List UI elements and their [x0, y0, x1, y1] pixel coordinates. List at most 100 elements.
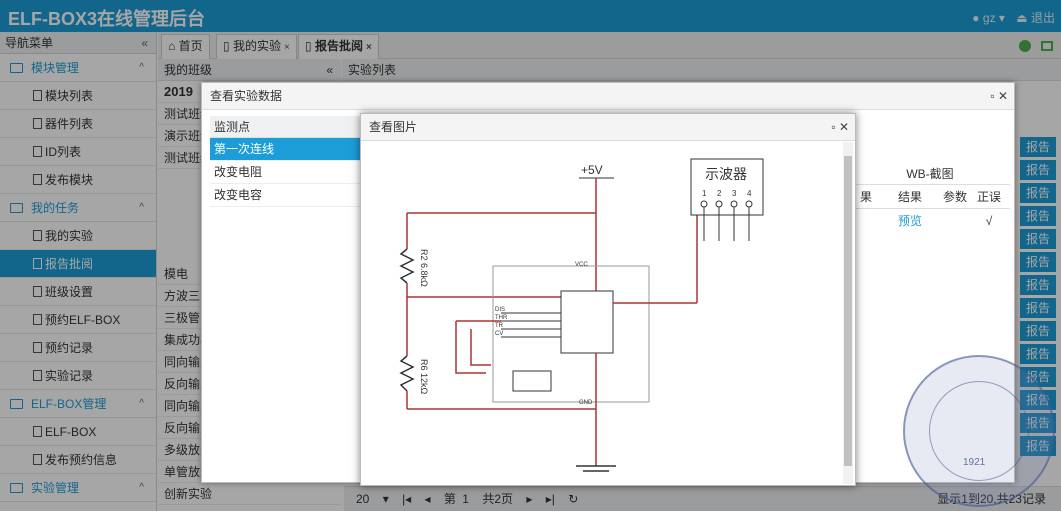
sidebar-item-report-review[interactable]: 报告批阅	[0, 250, 156, 278]
logout-icon[interactable]: ⏏	[1016, 11, 1028, 25]
home-icon: ⌂	[168, 39, 176, 53]
page-size-value: 20	[356, 492, 370, 506]
dialog-title: 查看实验数据	[210, 89, 283, 103]
scope-label: 示波器	[705, 166, 747, 182]
chevron-up-icon: ^	[139, 482, 144, 493]
sidebar: 导航菜单 « 模块管理^ 模块列表 器件列表 ID列表 发布模块 我的任务^ 我…	[0, 32, 157, 511]
sidebar-item-label: 预约ELF-BOX	[45, 313, 121, 327]
table-header: 正误	[976, 190, 1001, 204]
experiment-row[interactable]: 创新实验	[158, 483, 341, 505]
close-icon[interactable]: ×	[283, 42, 290, 53]
oscilloscope	[690, 158, 764, 216]
sidebar-item[interactable]: 器件列表	[0, 110, 156, 138]
close-icon[interactable]: ×	[365, 42, 372, 53]
sidebar-item-label: 预约记录	[45, 341, 94, 355]
sidebar-group-tasks[interactable]: 我的任务^	[0, 194, 156, 222]
sidebar-item[interactable]: 预约记录	[0, 334, 156, 362]
close-icon[interactable]: ✕	[838, 120, 849, 134]
gnd-label: GND	[579, 400, 593, 406]
sidebar-item[interactable]: 模块列表	[0, 82, 156, 110]
sidebar-item[interactable]: 我的实验	[0, 222, 156, 250]
first-page-button[interactable]: |◂	[402, 492, 412, 506]
sidebar-group-experiment[interactable]: 实验管理 ^	[0, 474, 156, 502]
report-button[interactable]: 报告	[1020, 344, 1056, 365]
file-icon	[33, 370, 42, 381]
wire	[455, 321, 486, 374]
tab-report-review[interactable]: ▯ 报告批阅×	[298, 34, 379, 59]
collapse-sidebar-icon[interactable]: «	[141, 36, 148, 50]
group-label: ELF-BOX管理	[31, 397, 107, 411]
file-icon	[33, 454, 42, 465]
report-button[interactable]: 报告	[1020, 206, 1056, 227]
prev-page-button[interactable]: ◂	[424, 492, 431, 506]
sidebar-group-module[interactable]: 模块管理^	[0, 54, 156, 82]
group-label: 实验管理	[31, 481, 80, 495]
collapse-icon[interactable]: «	[326, 63, 333, 77]
pin-dis: DIS	[495, 307, 505, 313]
monitor-row[interactable]: 改变电阻	[210, 161, 370, 184]
next-page-button[interactable]: ▸	[526, 492, 533, 506]
sidebar-item-label: 班级设置	[45, 285, 94, 299]
tab-home[interactable]: ⌂ 首页	[161, 34, 210, 59]
folder-icon	[10, 399, 23, 409]
chip-outline	[492, 265, 650, 403]
table-header: 结果	[897, 190, 922, 204]
file-icon	[33, 286, 42, 297]
report-button[interactable]: 报告	[1020, 229, 1056, 250]
seal-year: 1921	[963, 457, 986, 468]
report-button[interactable]: 报告	[1020, 298, 1056, 319]
file-icon	[33, 230, 42, 241]
sidebar-item[interactable]: 预约ELF-BOX	[0, 306, 156, 334]
sidebar-item-label: 发布预约信息	[45, 453, 118, 467]
fullscreen-icon[interactable]	[1041, 40, 1053, 51]
sidebar-group-elfbox[interactable]: ELF-BOX管理^	[0, 390, 156, 418]
sidebar-item[interactable]: 班级设置	[0, 278, 156, 306]
data-table: WB-截图 果 结果 参数 正误 预览 √	[850, 163, 1010, 233]
right-panel-title: 实验列表	[348, 63, 397, 77]
app-title: ELF-BOX3在线管理后台	[8, 9, 206, 29]
right-panel-header: 实验列表	[342, 59, 1061, 81]
chevron-down-icon[interactable]: ▾	[998, 11, 1005, 25]
logout-link[interactable]: 退出	[1030, 11, 1055, 25]
report-button[interactable]: 报告	[1020, 183, 1056, 204]
monitor-points: 监测点 第一次连线 改变电阻 改变电容	[210, 116, 370, 207]
sidebar-item[interactable]: 实验记录	[0, 362, 156, 390]
maximize-icon[interactable]: ▫	[831, 120, 836, 134]
report-button[interactable]: 报告	[1020, 275, 1056, 296]
close-icon[interactable]: ✕	[997, 89, 1008, 103]
tab-bar: ⌂ 首页 ▯ 我的实验× ▯ 报告批阅×	[158, 32, 1061, 59]
monitor-row[interactable]: 改变电容	[210, 184, 370, 207]
wire	[470, 329, 491, 366]
last-page-button[interactable]: ▸|	[545, 492, 555, 506]
chevron-up-icon: ^	[139, 62, 144, 73]
maximize-icon[interactable]: ▫	[990, 89, 995, 103]
sidebar-item-label: 模块列表	[45, 89, 94, 103]
user-name[interactable]: gz	[982, 11, 996, 25]
preview-link[interactable]: 预览	[897, 214, 922, 228]
report-button[interactable]: 报告	[1020, 160, 1056, 181]
scrollbar-thumb[interactable]	[844, 156, 852, 466]
scrollbar[interactable]	[843, 142, 853, 484]
report-button[interactable]: 报告	[1020, 252, 1056, 273]
tab-label: 我的实验	[232, 39, 281, 53]
file-icon: ▯	[223, 39, 230, 53]
refresh-icon[interactable]	[1019, 39, 1031, 52]
sidebar-item[interactable]: 发布预约信息	[0, 446, 156, 474]
sidebar-item[interactable]: ID列表	[0, 138, 156, 166]
file-icon: ▯	[305, 39, 312, 53]
power-label: +5V	[581, 163, 603, 177]
file-icon	[33, 258, 42, 269]
file-icon	[33, 90, 42, 101]
page-size-select[interactable]: 20 ▾	[356, 492, 389, 506]
page-input[interactable]: 1	[462, 492, 469, 506]
report-button[interactable]: 报告	[1020, 321, 1056, 342]
sidebar-item[interactable]: ELF-BOX	[0, 418, 156, 446]
tab-my-experiments[interactable]: ▯ 我的实验×	[216, 34, 297, 59]
reload-icon[interactable]: ↻	[568, 492, 579, 506]
toolbar-icons	[1019, 38, 1053, 52]
probe-label: 1	[702, 189, 707, 198]
report-button[interactable]: 报告	[1020, 137, 1056, 158]
r6-label: R6 12kΩ	[419, 359, 429, 395]
monitor-row[interactable]: 第一次连线	[210, 138, 370, 161]
sidebar-item[interactable]: 发布模块	[0, 166, 156, 194]
